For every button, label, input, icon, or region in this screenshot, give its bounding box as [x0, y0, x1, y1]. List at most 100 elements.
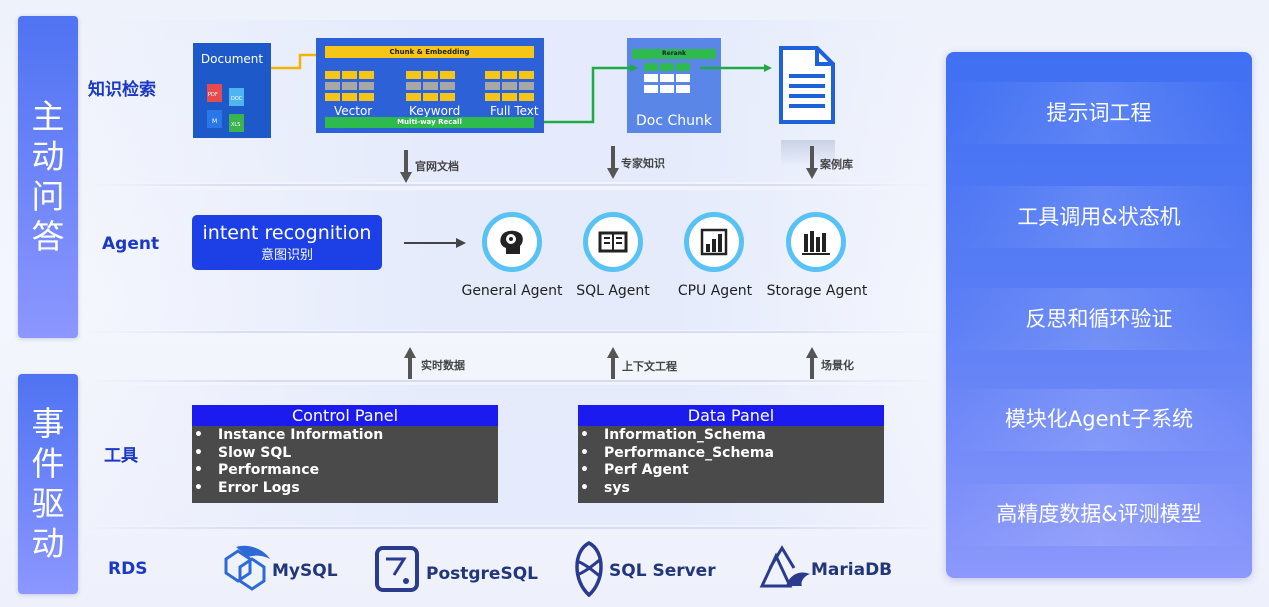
row-label-tools: 工具: [104, 446, 138, 466]
chunk-cell: [440, 71, 455, 79]
list-item: sys: [580, 480, 774, 498]
document-label: Document: [200, 52, 264, 66]
chunk-cell: [502, 82, 517, 90]
chunk-cell: [342, 93, 357, 101]
storage-agent-circle[interactable]: [786, 212, 846, 272]
mariadb-logo-icon: [759, 545, 810, 588]
mysql-label: MySQL: [272, 561, 338, 581]
keyword-label: Keyword: [409, 104, 461, 118]
list-item: Slow SQL: [194, 445, 383, 463]
side-tag-char: 件: [31, 444, 65, 483]
side-tag-event-driven: 事 件 驱 动: [18, 374, 78, 594]
side-tag-char: 答: [31, 217, 65, 256]
arrow-label-expert-knowledge: 专家知识: [621, 157, 665, 170]
list-item: Instance Information: [194, 427, 383, 445]
data-panel: Data Panel Information_Schema Performanc…: [578, 405, 884, 503]
postgresql-label: PostgreSQL: [426, 564, 538, 584]
capability-prompt-engineering: 提示词工程: [1046, 101, 1152, 125]
sql-agent-circle[interactable]: [583, 212, 643, 272]
chunk-cell: [342, 71, 357, 79]
file-type-m: M: [212, 118, 218, 125]
storage-agent-label: Storage Agent: [766, 283, 868, 299]
row-label-agent: Agent: [102, 234, 160, 254]
side-tag-char: 事: [31, 404, 65, 443]
arrow-label-case-library: 案例库: [820, 158, 853, 171]
rerank-bar: Rerank: [632, 49, 716, 59]
postgresql-logo-icon: [375, 546, 419, 592]
arrow-label-official-docs: 官网文档: [415, 160, 459, 173]
chunk-cell: [485, 71, 500, 79]
cpu-agent-circle[interactable]: [684, 212, 744, 272]
list-item: Information_Schema: [580, 427, 774, 445]
bar-chart-icon: [700, 228, 728, 256]
chunk-cell: [440, 93, 455, 101]
chunk-cell: [519, 71, 534, 79]
chunk-cell: [342, 82, 357, 90]
list-item: Performance: [194, 462, 383, 480]
divider-2: [86, 331, 936, 333]
file-type-doc: DOC: [231, 96, 243, 102]
row-label-rds: RDS: [108, 559, 148, 579]
arrow-up-icon: [607, 347, 619, 379]
side-tag-char: 问: [31, 177, 65, 216]
side-tag-char: 动: [31, 137, 65, 176]
general-agent-circle[interactable]: [482, 212, 542, 272]
capability-band: [946, 288, 1252, 350]
full-text-label: Full Text: [490, 104, 539, 118]
storage-bars-icon: [802, 231, 830, 255]
chunk-cell: [485, 93, 500, 101]
chunk-cell: [519, 82, 534, 90]
chunk-cell: [325, 71, 340, 79]
sql-server-label: SQL Server: [609, 561, 716, 581]
chunk-cell: [406, 71, 421, 79]
brain-icon: [500, 230, 523, 254]
arrow-down-icon: [400, 150, 412, 183]
arrow-label-context-engineering: 上下文工程: [622, 360, 677, 373]
cpu-agent-label: CPU Agent: [677, 283, 753, 299]
document-icon: [779, 46, 835, 124]
chunk-cell: [359, 93, 374, 101]
side-tag-char: 驱: [31, 484, 65, 523]
document-reflection: [781, 140, 835, 166]
capability-tool-calling: 工具调用&状态机: [1017, 205, 1181, 229]
divider-4: [86, 527, 936, 529]
side-tag-char: 动: [31, 524, 65, 563]
chunk-cell: [325, 93, 340, 101]
sql-agent-label: SQL Agent: [576, 283, 650, 299]
list-item: Performance_Schema: [580, 445, 774, 463]
intent-recognition-box: intent recognition 意图识别: [192, 215, 382, 270]
chunk-cell: [502, 71, 517, 79]
arrow-right-icon: [404, 238, 466, 248]
arrow-label-scenario: 场景化: [821, 359, 854, 372]
doc-chunk-label: Doc Chunk: [636, 113, 712, 129]
general-agent-label: General Agent: [461, 283, 563, 299]
arrow-up-icon: [806, 347, 818, 379]
arrow-up-icon: [404, 347, 416, 379]
capability-band: [946, 484, 1252, 546]
chunk-cell: [440, 82, 455, 90]
capability-band: [946, 186, 1252, 248]
intent-en: intent recognition: [202, 222, 372, 244]
chunk-cell: [406, 93, 421, 101]
capability-band: [946, 389, 1252, 451]
capability-high-precision: 高精度数据&评测模型: [996, 502, 1202, 526]
book-icon: [598, 231, 628, 253]
chunk-cell: [423, 71, 438, 79]
file-type-pdf: PDF: [208, 92, 218, 98]
chunk-cell: [519, 93, 534, 101]
capabilities-panel: 提示词工程 工具调用&状态机 反思和循环验证 模块化Agent子系统 高精度数据…: [946, 52, 1252, 578]
rerank-grid-icon: [644, 63, 690, 93]
arrow-down-icon: [806, 146, 818, 179]
capability-reflection: 反思和循环验证: [1025, 307, 1173, 331]
mariadb-label: MariaDB: [811, 560, 893, 580]
document-box: Document PDF DOC M XLS: [193, 43, 271, 138]
divider-1: [86, 184, 936, 186]
control-panel-list: Instance Information Slow SQL Performanc…: [192, 427, 383, 497]
knowledge-flow-lines: [271, 53, 772, 124]
chunk-cell: [423, 93, 438, 101]
list-item: Error Logs: [194, 480, 383, 498]
sql-server-logo-icon: [575, 541, 603, 597]
list-item: Perf Agent: [580, 462, 774, 480]
control-panel-title: Control Panel: [192, 405, 498, 426]
arrow-down-icon: [607, 146, 619, 179]
